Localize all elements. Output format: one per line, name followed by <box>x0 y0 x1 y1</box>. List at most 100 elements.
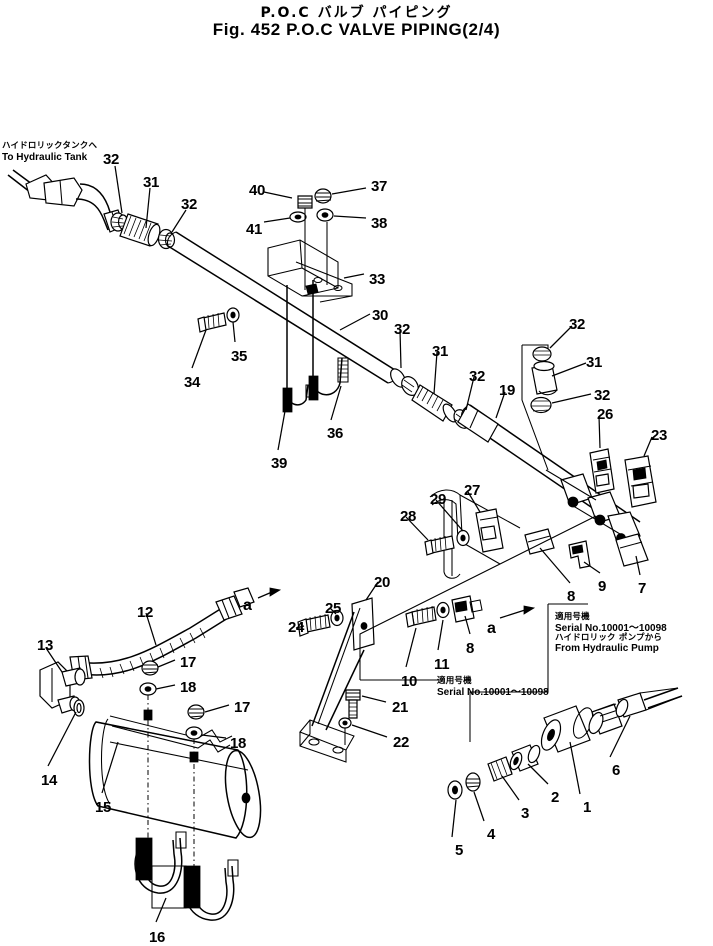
callout-13: 13 <box>37 637 54 654</box>
note-pump-source-jp: ハイドロリック ポンプから <box>555 632 663 643</box>
part-7-body <box>615 533 649 567</box>
bracket-33 <box>267 239 353 303</box>
callout-24: 24 <box>288 619 305 636</box>
title-english: Fig. 452 P.O.C VALVE PIPING(2/4) <box>212 20 501 39</box>
callout-32: 32 <box>181 196 198 213</box>
parts-8-9 <box>524 528 591 569</box>
callout-9: 9 <box>598 578 607 595</box>
callout-38: 38 <box>371 215 388 232</box>
main-pipe-30 <box>166 231 398 384</box>
note-hydraulic-pump: 適用号機 Serial No.10001～10098 ハイドロリック ポンプから… <box>555 612 667 655</box>
elbow-assembly-right <box>521 344 558 471</box>
note-pump-serial-jp: 適用号機 <box>555 612 590 622</box>
callout-17: 17 <box>234 699 251 716</box>
callout-8: 8 <box>466 640 475 657</box>
note-hydraulic-tank-en: To Hydraulic Tank <box>2 151 88 163</box>
callout-21: 21 <box>392 699 409 716</box>
callout-6: 6 <box>612 762 621 779</box>
callout-32: 32 <box>469 368 486 385</box>
note-hydraulic-tank-jp: ハイドロリックタンクへ <box>2 141 98 151</box>
hose-to-tank <box>7 169 125 233</box>
callout-2: 2 <box>551 789 560 806</box>
washer-29 <box>456 529 470 547</box>
clamp-23 <box>624 455 657 508</box>
hose-12 <box>69 587 255 681</box>
exploded-chain-1-6 <box>447 687 683 800</box>
nut-32-left2 <box>157 228 176 250</box>
callout-23: 23 <box>651 427 668 444</box>
section-arrows <box>257 587 536 619</box>
leader-lines <box>45 165 653 923</box>
callout-12: 12 <box>137 604 154 621</box>
callout-32: 32 <box>103 151 120 168</box>
callout-31: 31 <box>586 354 603 371</box>
bolt-28 <box>424 535 455 556</box>
callout-19: 19 <box>499 382 516 399</box>
callout-20: 20 <box>374 574 391 591</box>
pipe-joint-mid <box>390 368 471 429</box>
main-pipe-19 <box>460 404 641 536</box>
o-ring-14 <box>73 699 85 717</box>
u-clamps-16 <box>134 831 239 921</box>
u-bolt-36 <box>308 280 349 401</box>
elbow-13 <box>39 661 86 714</box>
callout-31: 31 <box>432 343 449 360</box>
callout-32: 32 <box>594 387 611 404</box>
callout-22: 22 <box>393 734 410 751</box>
parts-10-11-8 <box>405 595 483 628</box>
callout-3: 3 <box>521 805 530 822</box>
callout-26: 26 <box>597 406 614 423</box>
hardware-37-38-40-41 <box>289 188 334 290</box>
callout-34: 34 <box>184 374 201 391</box>
callout-39: 39 <box>271 455 288 472</box>
callout-31: 31 <box>143 174 160 191</box>
callout-7: 7 <box>638 580 647 597</box>
note-serial-left: 適用号機 Serial No.10001～10098 <box>437 676 549 698</box>
callout-30: 30 <box>372 307 389 324</box>
callout-8: 8 <box>567 588 576 605</box>
callout-27: 27 <box>464 482 481 499</box>
callout-17: 17 <box>180 654 197 671</box>
callout-1: 1 <box>583 799 592 816</box>
callout-16: 16 <box>149 929 166 946</box>
callout-18: 18 <box>180 679 197 696</box>
callout-32: 32 <box>569 316 586 333</box>
note-serial-left-en: Serial No.10001～10098 <box>437 686 549 698</box>
callout-32: 32 <box>394 321 411 338</box>
callout-18: 18 <box>230 735 247 752</box>
section-mark-a: a <box>487 620 496 637</box>
bolt-21-washer-22 <box>338 689 361 745</box>
plate-27 <box>475 508 504 553</box>
note-box-left <box>359 515 597 681</box>
callout-25: 25 <box>325 600 342 617</box>
section-mark-a: a <box>243 597 252 614</box>
callout-40: 40 <box>249 182 266 199</box>
tube-31-left <box>119 213 161 247</box>
callout-35: 35 <box>231 348 248 365</box>
callout-28: 28 <box>400 508 417 525</box>
note-serial-left-jp: 適用号機 <box>437 676 472 686</box>
callout-15: 15 <box>95 799 112 816</box>
callout-41: 41 <box>246 221 263 238</box>
clamp-26 <box>589 448 615 494</box>
callout-10: 10 <box>401 673 418 690</box>
note-pump-serial-en: Serial No.10001～10098 <box>555 622 667 634</box>
callout-36: 36 <box>327 425 344 442</box>
callout-4: 4 <box>487 826 496 843</box>
bolt-34 <box>197 312 227 333</box>
hardware-17-18-right <box>185 704 205 880</box>
title-japanese: P.O.C バルブ パイピング <box>260 5 453 21</box>
callout-29: 29 <box>430 491 447 508</box>
callout-11: 11 <box>434 656 450 673</box>
valve-block-center <box>457 403 499 443</box>
bracket-20 <box>299 597 375 763</box>
callout-33: 33 <box>369 271 386 288</box>
washer-35 <box>226 307 240 323</box>
nut-32-left <box>110 212 129 232</box>
callout-5: 5 <box>455 842 464 859</box>
valve-bodies-cluster <box>545 469 641 543</box>
note-pump-source-en: From Hydraulic Pump <box>555 643 659 655</box>
callout-14: 14 <box>41 772 58 789</box>
note-hydraulic-tank: ハイドロリックタンクへ To Hydraulic Tank <box>2 141 98 163</box>
